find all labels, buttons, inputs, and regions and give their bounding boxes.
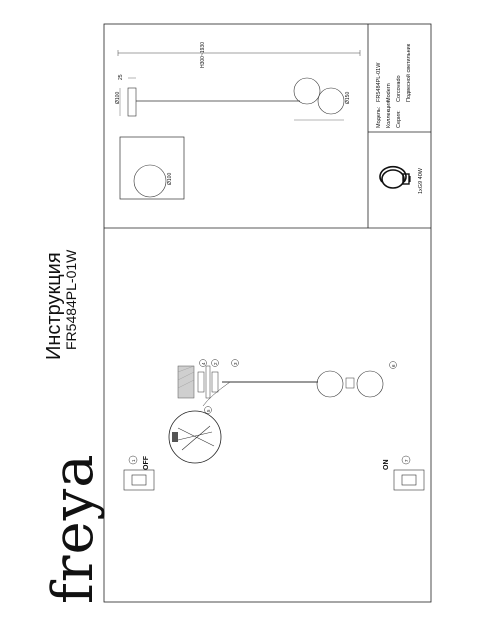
dimension-drawing bbox=[117, 50, 361, 200]
canopy-shape bbox=[127, 87, 137, 117]
base-plate-diameter-label: Ø100 bbox=[167, 172, 173, 185]
assembly-shade-b bbox=[356, 370, 384, 398]
step-markers bbox=[128, 359, 411, 465]
switch-off-box bbox=[123, 469, 155, 491]
bulb-spec: 1xG9 40W bbox=[418, 168, 424, 194]
canopy-diameter-label: Ø100 bbox=[115, 91, 121, 104]
shade-circle-b bbox=[317, 87, 345, 115]
page-title: Инструкция bbox=[43, 252, 65, 360]
wiring-detail-circle bbox=[168, 410, 222, 464]
height-dimension-label: H300~1930 bbox=[200, 42, 206, 68]
spec-collection-label: Коллекция: bbox=[386, 99, 392, 128]
spec-model-label: Модель: bbox=[376, 106, 382, 128]
top-length-label: 25 bbox=[118, 74, 124, 80]
base-plate bbox=[119, 136, 185, 200]
switch-off-label: OFF bbox=[143, 456, 150, 470]
switch-on-label: ON bbox=[383, 459, 390, 471]
step-5-number: 5 bbox=[206, 409, 211, 412]
spec-collection-value: Modern bbox=[386, 83, 392, 102]
assembly-shade-a bbox=[316, 370, 344, 398]
assembly-diagram bbox=[168, 365, 384, 464]
ceiling-block bbox=[177, 365, 195, 399]
step-6-number: 6 bbox=[391, 364, 396, 367]
spec-model-value: FR5484PL-01W bbox=[376, 62, 382, 102]
spec-type-value: Подвесной светильник bbox=[406, 43, 412, 102]
bulb-icon bbox=[379, 165, 411, 189]
brand-logo: freya bbox=[41, 453, 106, 604]
step-3-number: 3 bbox=[233, 362, 238, 365]
step-4-number: 4 bbox=[201, 362, 206, 365]
shade-diameter-label: Ø150 bbox=[345, 91, 351, 104]
spec-type-label: Серия: bbox=[396, 110, 402, 128]
spec-series-value: Corcovado bbox=[396, 75, 402, 102]
shade-circle-a bbox=[293, 77, 321, 105]
step-1-number: 1 bbox=[131, 459, 136, 462]
step-2-number: 2 bbox=[213, 362, 218, 365]
model-code: FR5484PL-01W bbox=[63, 249, 79, 350]
step-7-number: 7 bbox=[404, 459, 409, 462]
switch-on-box bbox=[393, 469, 425, 491]
outer-frame bbox=[103, 23, 432, 603]
